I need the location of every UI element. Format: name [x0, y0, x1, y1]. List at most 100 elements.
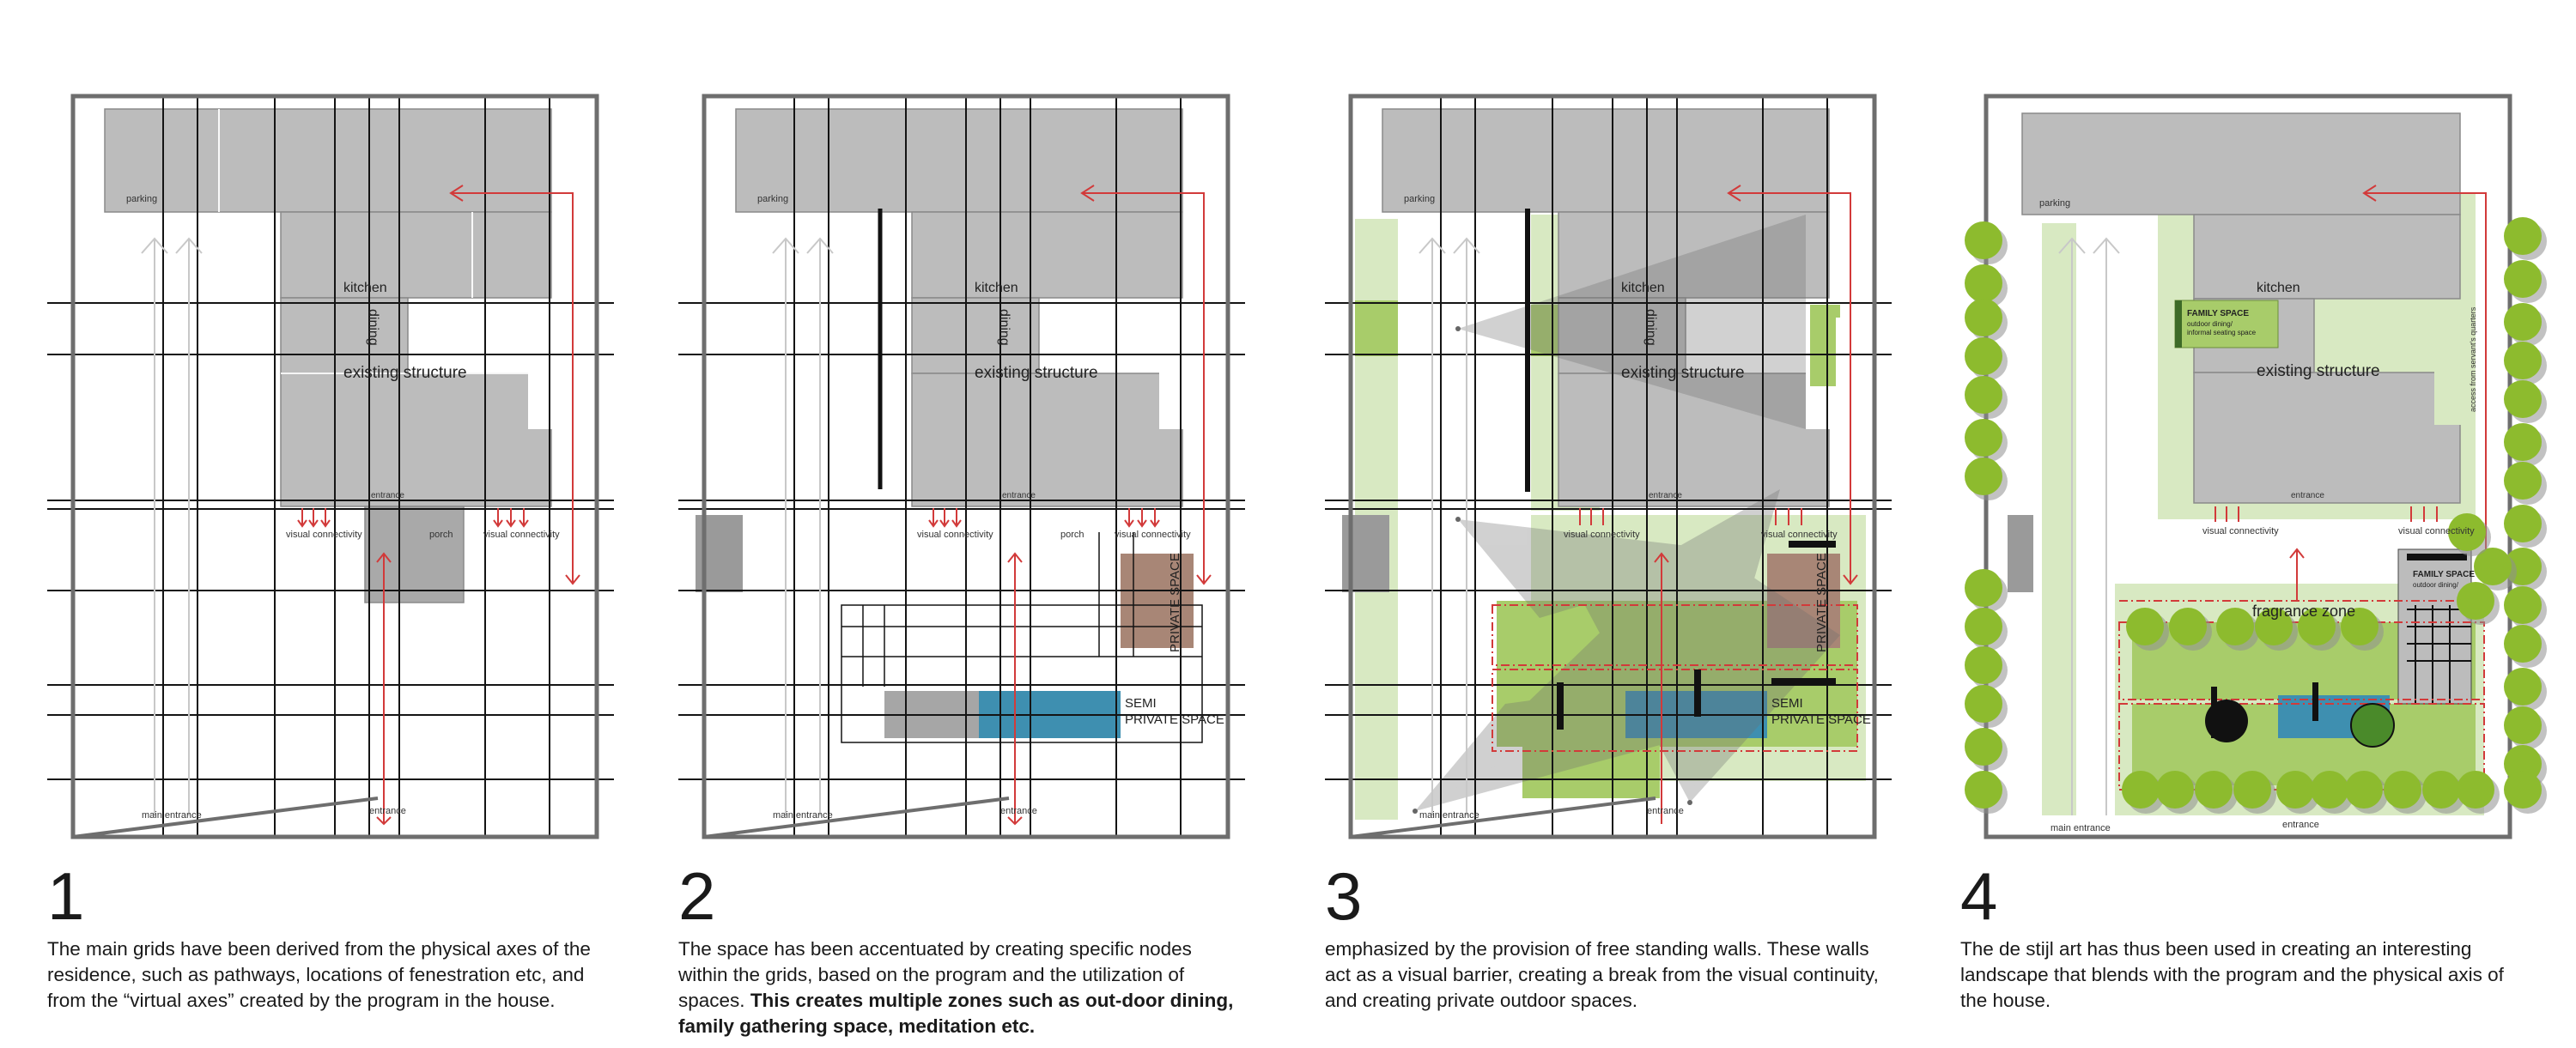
- site-boundary: [70, 94, 599, 839]
- existing-building: [104, 108, 552, 603]
- tree: [2504, 625, 2542, 663]
- label-visual-connectivity-1: visual connectivity: [917, 530, 993, 540]
- label-family-space-2: FAMILY SPACE: [2413, 570, 2475, 579]
- tree: [2298, 608, 2336, 645]
- label-semi-private-space: PRIVATE SPACE: [1125, 712, 1224, 727]
- tree: [2169, 608, 2207, 645]
- label-porch: porch: [429, 530, 453, 540]
- label-kitchen: kitchen: [975, 281, 1018, 295]
- grid-lines: [678, 96, 1245, 837]
- label-parking: parking: [2039, 198, 2070, 209]
- label-existing-structure: existing structure: [1621, 364, 1745, 382]
- tree: [1965, 646, 2002, 684]
- node-grey-left: [2008, 515, 2033, 592]
- label-entrance: entrance: [2291, 491, 2324, 500]
- red-arrows: [928, 185, 1212, 826]
- tree: [2504, 217, 2542, 255]
- tree: [2504, 423, 2542, 461]
- description-text: The main grids have been derived from th…: [47, 938, 591, 1011]
- label-kitchen: kitchen: [1621, 281, 1665, 295]
- label-existing-structure: existing structure: [975, 364, 1098, 382]
- step-description: The main grids have been derived from th…: [47, 936, 597, 1014]
- tree: [1965, 728, 2002, 766]
- label-entrance-bottom: entrance: [1647, 806, 1684, 816]
- step-number: 4: [1960, 858, 1998, 934]
- existing-building: [1382, 108, 1830, 507]
- plan-diagram-2: parking kitchen dining existing structur…: [678, 94, 1245, 839]
- label-dining: dining: [997, 309, 1012, 346]
- tree: [2156, 771, 2194, 809]
- free-standing-walls: [1525, 209, 1836, 730]
- tree: [2255, 608, 2293, 645]
- red-arrows: [1579, 185, 1858, 824]
- tree: [1965, 337, 2002, 375]
- label-parking: parking: [1404, 194, 1435, 204]
- label-family-space-2-line1: outdoor dining/: [2413, 581, 2459, 589]
- plan-diagram-3: parking kitchen dining existing structur…: [1325, 94, 1892, 839]
- description-text: emphasized by the provision of free stan…: [1325, 938, 1879, 1011]
- trees: [1965, 217, 2547, 814]
- tree: [2504, 380, 2542, 418]
- tree: [1965, 376, 2002, 414]
- label-entrance: entrance: [371, 491, 404, 500]
- label-visual-connectivity-2: visual connectivity: [1761, 530, 1838, 540]
- tree: [2341, 608, 2379, 645]
- tree: [2457, 771, 2494, 809]
- tree: [2474, 548, 2512, 585]
- existing-building: [735, 108, 1183, 507]
- existing-building: [2021, 112, 2461, 504]
- tree: [2126, 608, 2164, 645]
- tree: [2504, 260, 2542, 298]
- label-semi: SEMI: [1125, 696, 1157, 711]
- description-text: The de stijl art has thus been used in c…: [1960, 938, 2504, 1011]
- label-visual-connectivity-2: visual connectivity: [2398, 526, 2475, 536]
- tree: [2457, 582, 2494, 620]
- label-semi: SEMI: [1771, 696, 1803, 711]
- tree: [1965, 221, 2002, 259]
- tree: [1965, 264, 2002, 302]
- tree: [2122, 771, 2160, 809]
- label-kitchen: kitchen: [2257, 281, 2300, 295]
- red-arrows: [2215, 185, 2487, 601]
- label-main-entrance: main entrance: [773, 810, 833, 821]
- panel-2: parking kitchen dining existing structur…: [678, 0, 1245, 1048]
- tree: [1965, 608, 2002, 645]
- label-family-space-1-line2: informal seating space: [2187, 329, 2257, 336]
- plan-diagram-1: parking kitchen dining existing structur…: [47, 94, 614, 839]
- tree: [2233, 771, 2271, 809]
- label-parking: parking: [126, 194, 157, 204]
- step-description: The de stijl art has thus been used in c…: [1960, 936, 2510, 1014]
- description-text: The space has been accentuated by creati…: [678, 938, 1192, 1011]
- caption-3: 3 emphasized by the provision of free st…: [1325, 863, 1883, 1014]
- tree: [2311, 771, 2348, 809]
- tree: [2504, 586, 2542, 624]
- tree: [2276, 771, 2314, 809]
- tree: [1965, 419, 2002, 457]
- tree: [2384, 771, 2421, 809]
- tree: [2504, 505, 2542, 542]
- caption-4: 4 The de stijl art has thus been used in…: [1960, 863, 2510, 1014]
- grid-lines: [47, 96, 614, 837]
- label-access-servant: access from servant's quarters: [2469, 306, 2477, 412]
- panel-4: parking kitchen existing structure entra…: [1960, 0, 2561, 1048]
- tree: [2504, 462, 2542, 500]
- label-semi-private-space: PRIVATE SPACE: [1771, 712, 1871, 727]
- site-boundary: [702, 94, 1230, 839]
- tree: [1965, 299, 2002, 336]
- caption-2: 2 The space has been accentuated by crea…: [678, 863, 1236, 1039]
- label-entrance: entrance: [1649, 491, 1682, 500]
- label-private-space: PRIVATE SPACE: [1814, 553, 1829, 652]
- label-entrance-bottom: entrance: [369, 806, 406, 816]
- label-visual-connectivity-2: visual connectivity: [1115, 530, 1191, 540]
- plan-diagram-4: parking kitchen existing structure entra…: [1965, 94, 2547, 839]
- red-arrows: [297, 185, 580, 826]
- label-private-space: PRIVATE SPACE: [1168, 553, 1182, 652]
- tree: [1965, 685, 2002, 723]
- panel-3: parking kitchen dining existing structur…: [1325, 0, 1892, 1048]
- tree: [2448, 513, 2486, 551]
- label-main-entrance: main entrance: [2050, 823, 2111, 833]
- step-number: 2: [678, 858, 716, 934]
- label-visual-connectivity-1: visual connectivity: [1564, 530, 1640, 540]
- label-main-entrance: main entrance: [142, 810, 202, 821]
- label-entrance: entrance: [1002, 491, 1036, 500]
